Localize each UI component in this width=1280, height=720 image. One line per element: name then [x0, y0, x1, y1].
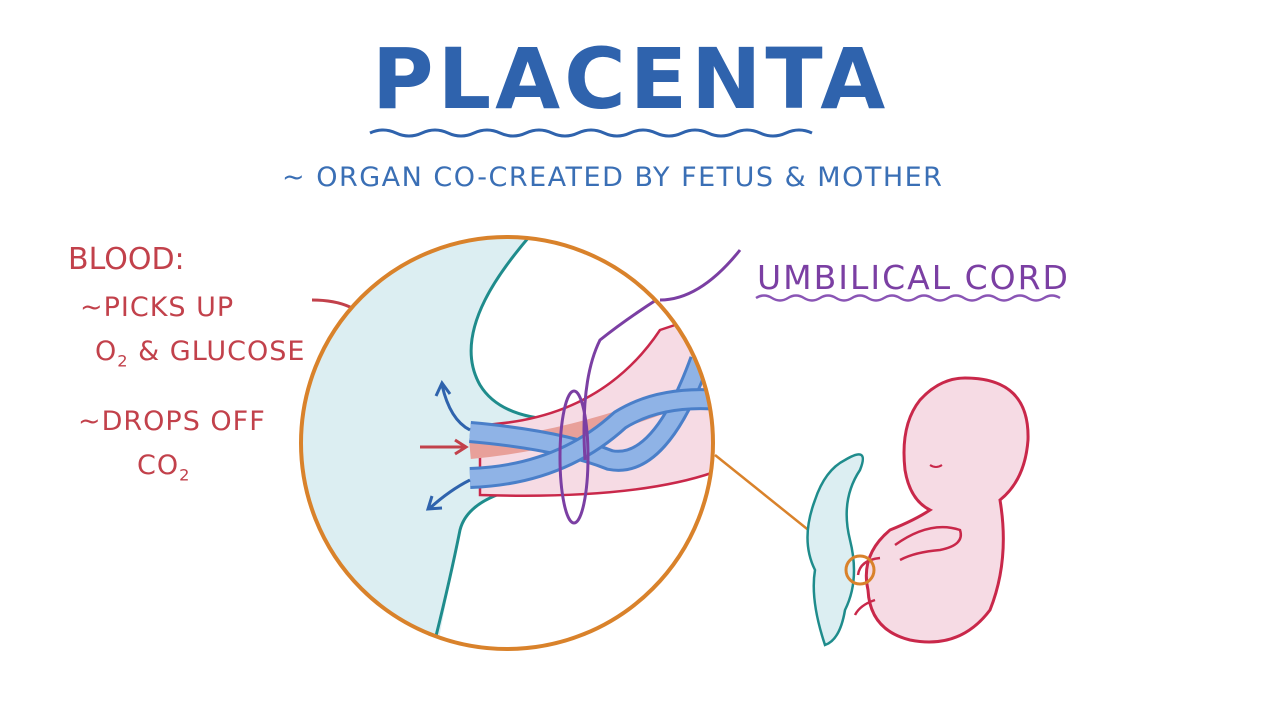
placenta-small — [806, 453, 865, 647]
subtitle: ~ Organ co-created by fetus & mother — [282, 162, 944, 193]
blood-heading: Blood: — [68, 242, 185, 277]
arrow-in-red — [420, 438, 469, 456]
blood-line-co2: CO2 — [137, 450, 190, 484]
title-underline — [369, 128, 813, 138]
o2-subscript: 2 — [117, 351, 129, 371]
o2-text: O — [95, 336, 118, 367]
arrow-out-bottom — [425, 478, 471, 511]
cord-attachment-circle — [844, 554, 876, 586]
blood-line-o2-glucose: O2 & Glucose — [95, 336, 305, 370]
page-title: Placenta — [372, 30, 890, 128]
umbilical-cord-label: Umbilical cord — [757, 258, 1070, 297]
magnifier-circle — [299, 235, 715, 651]
glucose-text: & Glucose — [128, 336, 306, 367]
fetus-drawing — [853, 376, 1030, 644]
cord-underline — [755, 294, 1061, 302]
cord-ring — [558, 389, 590, 525]
arrow-out-top — [434, 380, 471, 432]
co2-text: CO — [137, 450, 180, 481]
co2-subscript: 2 — [179, 465, 191, 485]
blood-line-picks-up: ~Picks up — [80, 292, 235, 323]
blood-line-drops-off: ~Drops off — [78, 406, 266, 437]
magnified-view — [301, 237, 713, 649]
